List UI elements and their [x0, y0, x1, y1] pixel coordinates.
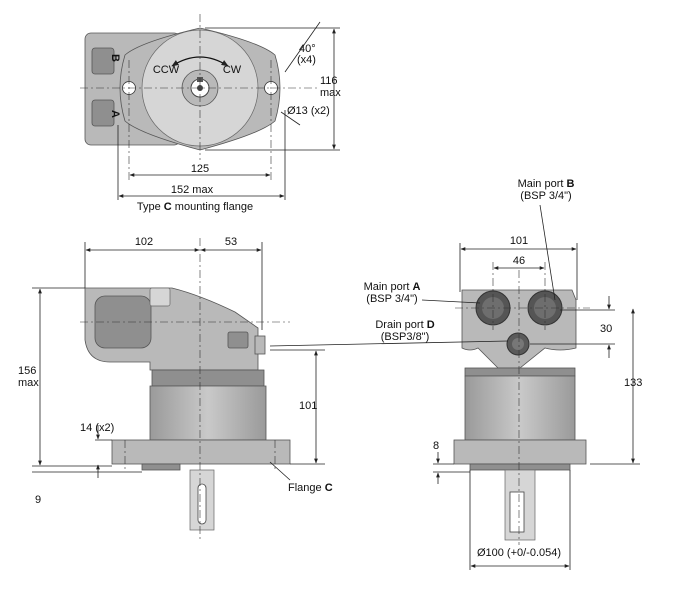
top-port-a-label: A [109, 110, 121, 118]
front-motor-body [464, 375, 576, 441]
side-view: 102 53 156 max 101 14 (x2) 9 Flange C [18, 236, 333, 540]
side-dim-101: 101 [299, 400, 317, 412]
main-port-b-spec: (BSP 3/4") [520, 190, 571, 202]
bolt-spacing-label: 125 [191, 163, 209, 175]
top-height-suffix: max [320, 87, 341, 99]
top-height-value: 116 [320, 75, 338, 87]
hole-diameter-label: Ø13 (x2) [287, 105, 330, 117]
angle-value: 40° [299, 43, 316, 55]
top-port-a-boss [91, 99, 115, 127]
side-flange [111, 439, 291, 465]
side-height-suffix: max [18, 377, 39, 389]
top-port-b-label: B [109, 54, 121, 62]
main-port-b-label: Main port B [518, 178, 575, 190]
side-collar [151, 369, 265, 387]
front-pilot [469, 463, 571, 471]
front-shaft-key [509, 491, 525, 533]
top-port-b-boss [91, 47, 115, 75]
front-dim-30: 30 [600, 323, 612, 335]
side-port-cap [149, 287, 171, 307]
side-dim-102: 102 [135, 236, 153, 248]
side-dim-53: 53 [225, 236, 237, 248]
flange-c-label: Flange C [288, 482, 333, 494]
side-drain-cap [254, 335, 266, 355]
front-dim-8: 8 [433, 440, 439, 452]
top-view: B A CCW CW 40° (x4) 116 max Ø13 (x2) 125… [80, 14, 341, 213]
front-dim-133: 133 [624, 377, 642, 389]
ccw-label: CCW [153, 64, 180, 76]
front-dim-46: 46 [513, 255, 525, 267]
side-pilot [141, 463, 181, 471]
width-max-label: 152 max [171, 184, 214, 196]
main-port-b-inner [534, 297, 556, 319]
drain-port-spec: (BSP3/8") [381, 331, 430, 343]
flange-thickness-label: 14 (x2) [80, 422, 114, 434]
cw-label: CW [223, 64, 242, 76]
pilot-diameter-label: Ø100 (+0/-0.054) [477, 547, 561, 559]
side-height-value: 156 [18, 365, 36, 377]
drain-port-d-inner [512, 338, 524, 350]
flange-caption: Type C mounting flange [137, 201, 253, 213]
side-shaft-keyway [197, 483, 207, 525]
front-view: 101 46 30 133 8 Ø100 (+0/-0.054) Main po… [269, 178, 642, 570]
drain-port-label: Drain port D [375, 319, 434, 331]
side-motor-body [149, 385, 267, 441]
side-dim-9: 9 [35, 494, 41, 506]
main-port-a-label: Main port A [364, 281, 421, 293]
front-body-mid [464, 367, 576, 377]
side-drain-fitting [227, 331, 249, 349]
front-flange [453, 439, 587, 465]
front-dim-101: 101 [510, 235, 528, 247]
main-port-a-spec: (BSP 3/4") [366, 293, 417, 305]
angle-count: (x4) [297, 54, 316, 66]
